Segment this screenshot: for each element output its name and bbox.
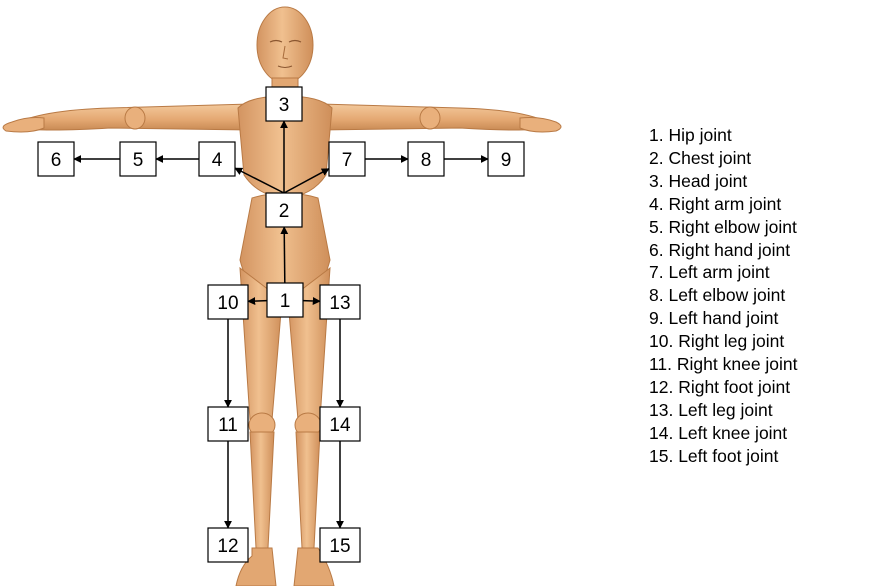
legend-item: 3. Head joint: [649, 170, 798, 193]
joint-label: 2: [279, 201, 290, 222]
right-hand-shape: [3, 118, 44, 133]
joint-label: 5: [133, 150, 144, 171]
joint-label: 6: [51, 150, 62, 171]
joint-label: 1: [280, 291, 291, 312]
joint-node-14: 14: [320, 407, 360, 441]
joint-label: 12: [217, 536, 238, 557]
legend-item: 14. Left knee joint: [649, 422, 798, 445]
joint-node-4: 4: [199, 142, 235, 176]
legend-item: 5. Right elbow joint: [649, 216, 798, 239]
legend-item: 12. Right foot joint: [649, 376, 798, 399]
legend-item: 4. Right arm joint: [649, 193, 798, 216]
joint-label: 14: [329, 415, 351, 436]
arrow-1-to-2: [284, 227, 285, 283]
joint-node-11: 11: [208, 407, 248, 441]
joint-node-10: 10: [208, 285, 248, 319]
left-hand-shape: [520, 118, 561, 133]
legend-item: 7. Left arm joint: [649, 261, 798, 284]
joint-node-1: 1: [267, 283, 303, 317]
joint-label: 13: [329, 293, 350, 314]
legend-item: 8. Left elbow joint: [649, 284, 798, 307]
joint-node-6: 6: [38, 142, 74, 176]
legend-item: 10. Right leg joint: [649, 330, 798, 353]
arrow-1-to-13: [303, 301, 320, 302]
legend-item: 13. Left leg joint: [649, 399, 798, 422]
legend-item: 15. Left foot joint: [649, 445, 798, 468]
left-elbow-shape: [420, 107, 440, 129]
joint-node-9: 9: [488, 142, 524, 176]
joint-node-12: 12: [208, 528, 248, 562]
joint-label: 10: [217, 293, 238, 314]
head-shape: [257, 7, 313, 83]
arrow-1-to-10: [248, 301, 267, 302]
legend-item: 11. Right knee joint: [649, 353, 798, 376]
legend-item: 9. Left hand joint: [649, 307, 798, 330]
joint-node-15: 15: [320, 528, 360, 562]
joint-label: 8: [421, 150, 432, 171]
right-shin-shape: [250, 432, 274, 548]
joint-label: 9: [501, 150, 512, 171]
legend-item: 6. Right hand joint: [649, 239, 798, 262]
joint-node-8: 8: [408, 142, 444, 176]
legend-item: 2. Chest joint: [649, 147, 798, 170]
legend-item: 1. Hip joint: [649, 124, 798, 147]
joint-node-3: 3: [266, 87, 302, 121]
left-shin-shape: [296, 432, 320, 548]
joint-label: 15: [329, 536, 350, 557]
joint-label: 3: [279, 95, 290, 116]
joint-node-13: 13: [320, 285, 360, 319]
joint-node-2: 2: [266, 193, 302, 227]
right-elbow-shape: [125, 107, 145, 129]
joint-label: 7: [342, 150, 353, 171]
joint-label: 11: [218, 415, 238, 436]
joint-node-7: 7: [329, 142, 365, 176]
joint-label: 4: [212, 150, 223, 171]
joint-node-5: 5: [120, 142, 156, 176]
